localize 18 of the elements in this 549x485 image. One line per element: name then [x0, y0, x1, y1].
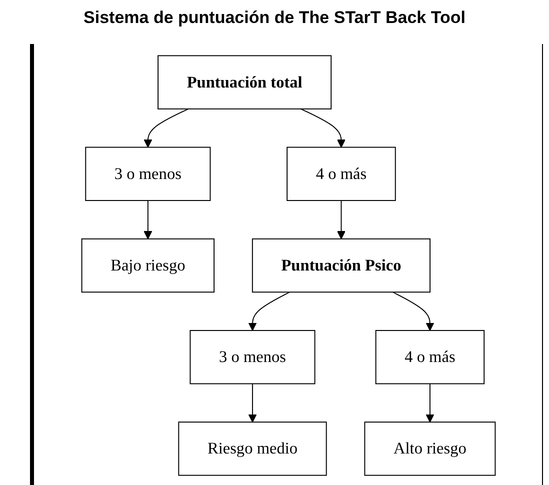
node-box: 3 o menos	[85, 146, 211, 201]
node-box: Puntuación total	[158, 55, 332, 110]
arrow	[426, 383, 434, 422]
node-box: Alto riesgo	[364, 422, 496, 476]
node-box: Riesgo medio	[178, 422, 327, 476]
diagram-title: Sistema de puntuación de The STarT Back Tool	[82, 7, 466, 29]
arrow	[144, 200, 152, 240]
node-box: Puntuación Psico	[252, 238, 431, 293]
arrow	[248, 383, 257, 422]
arrow	[248, 292, 290, 331]
arrow	[144, 108, 189, 148]
arrow	[392, 292, 434, 331]
arrow	[300, 108, 346, 148]
arrow	[337, 200, 346, 240]
node-box: Bajo riesgo	[81, 238, 215, 293]
node-box: 4 o más	[375, 330, 485, 384]
node-box: 3 o menos	[190, 330, 316, 384]
node-box: 4 o más	[286, 146, 396, 201]
